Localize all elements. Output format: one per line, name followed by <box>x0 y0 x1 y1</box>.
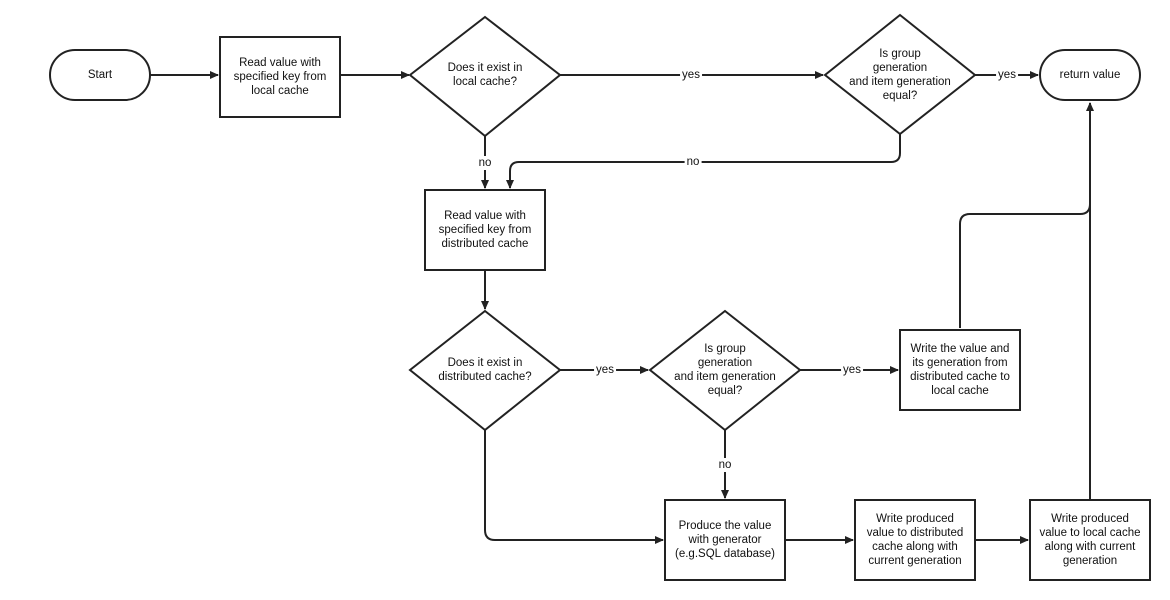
edge-label-dist-gen-yes: yes <box>841 363 863 377</box>
edge-label-dist-gen-no: no <box>716 458 734 472</box>
read-distributed-box <box>424 189 546 271</box>
exists-local-decision <box>408 15 562 138</box>
return-value-terminator <box>1039 49 1141 101</box>
start-terminator <box>49 49 151 101</box>
edge-write-from-distributed-to-return <box>959 203 1091 328</box>
edge-label-local-gen-no: no <box>684 155 702 169</box>
read-local-box <box>219 36 341 118</box>
write-produced-local-box <box>1029 499 1151 581</box>
gen-equal-distributed-decision <box>648 309 802 432</box>
exists-distributed-decision <box>408 309 562 432</box>
edge-label-local-exists-no: no <box>476 156 494 170</box>
write-produced-distributed-box <box>854 499 976 581</box>
write-from-distributed-box <box>899 329 1021 411</box>
edge-exists-distributed-no <box>484 430 664 544</box>
edge-label-local-exists-yes: yes <box>680 68 702 82</box>
gen-equal-local-decision <box>823 13 977 136</box>
edges <box>150 71 1094 544</box>
edge-label-dist-exists-yes: yes <box>594 363 616 377</box>
produce-value-box <box>664 499 786 581</box>
edge-gen-local-no <box>506 134 901 189</box>
edge-label-local-gen-yes: yes <box>996 68 1018 82</box>
nodes <box>49 13 1151 581</box>
